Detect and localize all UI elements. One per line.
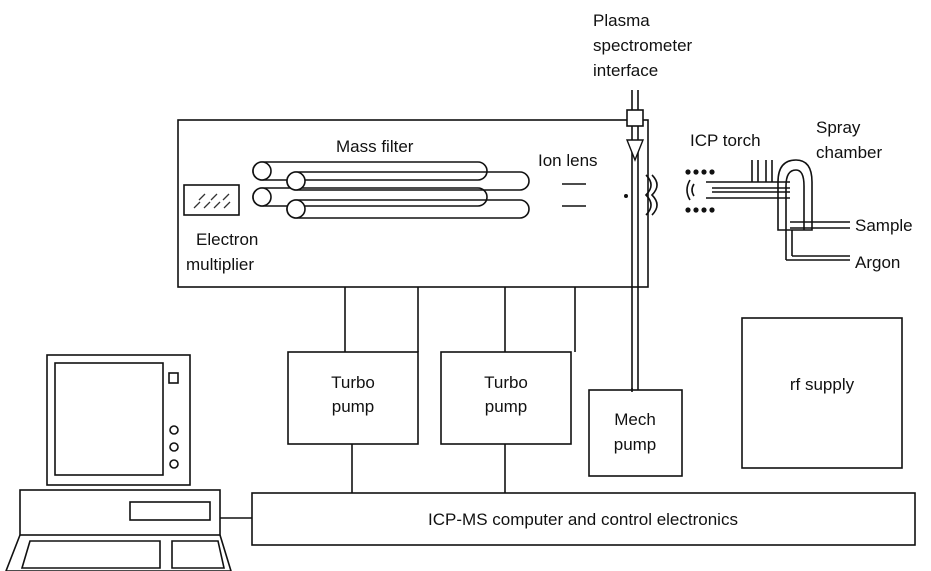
turbo-pump-1-box xyxy=(287,351,419,445)
rf-supply-box xyxy=(741,317,903,469)
turbo-pump-2-label-1: Turbo xyxy=(484,373,528,392)
turbo-pump-1-label-1: Turbo xyxy=(331,373,375,392)
mech-pump-label-2: pump xyxy=(614,435,657,454)
rf-supply-label: rf supply xyxy=(790,375,855,394)
plasma-interface-label-3: interface xyxy=(593,61,658,80)
electron-multiplier xyxy=(183,184,240,216)
electron-multiplier-label-1: Electron xyxy=(196,230,258,249)
mass-filter-rods xyxy=(252,161,530,219)
turbo-pump-1-label-2: pump xyxy=(332,397,375,416)
plasma-interface-label-1: Plasma xyxy=(593,11,650,30)
sample-label: Sample xyxy=(855,216,913,235)
mech-pump-box xyxy=(588,389,683,477)
plasma-interface-label-2: spectrometer xyxy=(593,36,693,55)
mech-pump-label-1: Mech xyxy=(614,410,656,429)
pump-connections xyxy=(344,287,576,352)
electron-multiplier-label-2: multiplier xyxy=(186,255,254,274)
spray-chamber-label-1: Spray xyxy=(816,118,861,137)
turbo-pump-2-label-2: pump xyxy=(485,397,528,416)
turbo-pump-2-box xyxy=(440,351,572,445)
spray-chamber-label-2: chamber xyxy=(816,143,882,162)
argon-label: Argon xyxy=(855,253,900,272)
control-electronics-label: ICP-MS computer and control electronics xyxy=(428,510,738,529)
ion-lens-label: Ion lens xyxy=(538,151,598,170)
control-electronics-box xyxy=(251,492,916,546)
ion-lens xyxy=(562,183,586,207)
computer xyxy=(5,354,232,571)
icp-torch-label: ICP torch xyxy=(690,131,761,150)
icp-torch xyxy=(685,160,790,213)
spray-chamber xyxy=(777,159,850,261)
mass-filter-label: Mass filter xyxy=(336,137,414,156)
plasma-interface xyxy=(624,90,658,390)
